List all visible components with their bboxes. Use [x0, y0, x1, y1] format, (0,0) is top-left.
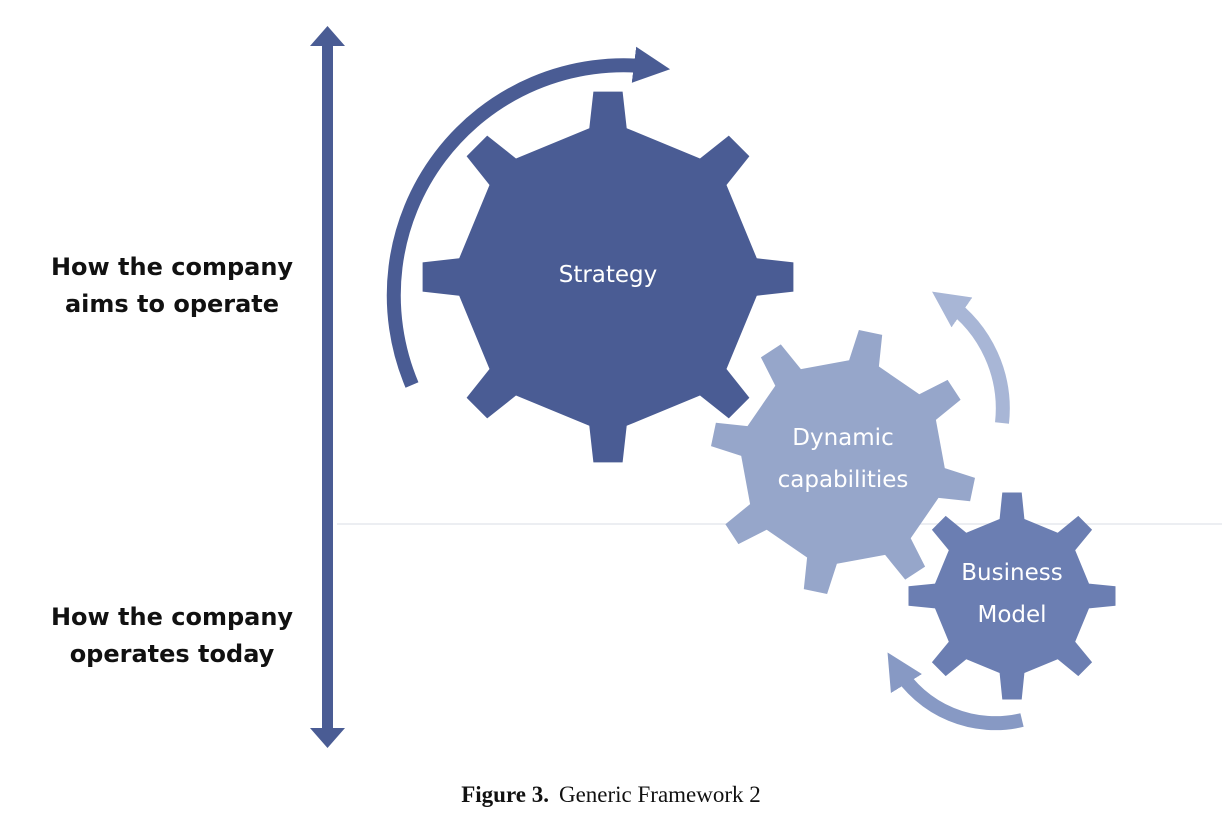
dynamic-gear-label-line1: Dynamic	[792, 425, 893, 451]
dynamic-gear-label-line2: capabilities	[778, 467, 909, 493]
strategy-gear-icon	[422, 91, 794, 463]
business-curved-arrow-icon	[887, 652, 1024, 731]
business-gear-label-line2: Model	[977, 602, 1046, 628]
dynamic-capabilities-gear-icon	[711, 330, 975, 594]
vertical-double-arrow-icon	[310, 26, 345, 748]
figure-caption: Figure 3. Generic Framework 2	[0, 782, 1222, 808]
business-gear-label-line1: Business	[961, 560, 1062, 586]
strategy-curved-arrow-icon	[386, 46, 671, 388]
figure-number: Figure 3.	[461, 782, 549, 807]
dynamic-curved-arrow-icon	[932, 291, 1010, 424]
figure-title: Generic Framework 2	[558, 782, 761, 807]
strategy-gear-label: Strategy	[559, 262, 658, 288]
business-model-gear-icon	[908, 492, 1116, 700]
aims-to-operate-label: How the company aims to operate	[50, 253, 294, 318]
operates-today-label: How the company operates today	[50, 603, 294, 668]
